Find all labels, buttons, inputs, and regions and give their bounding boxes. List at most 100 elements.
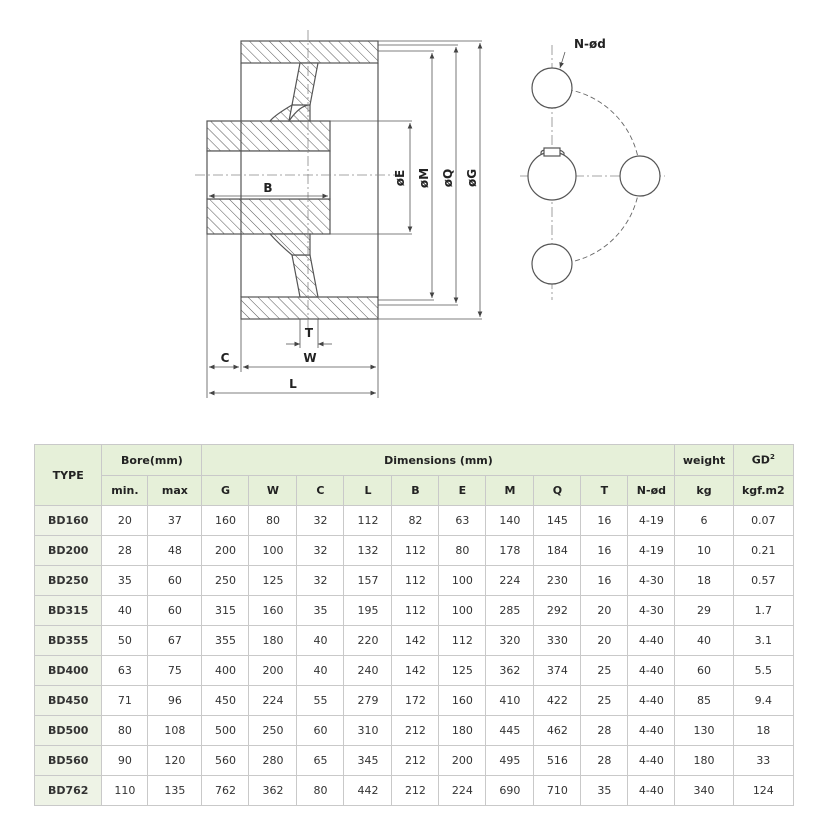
value-cell: 35 [296, 595, 345, 626]
label-b: B [263, 181, 272, 195]
subheader-cell: L [343, 475, 393, 506]
value-cell: 690 [485, 775, 535, 806]
value-cell: 1.7 [732, 595, 795, 626]
value-cell: 18 [674, 565, 734, 596]
value-cell: 16 [580, 535, 629, 566]
value-cell: 142 [391, 625, 440, 656]
end-view [527, 67, 661, 285]
subheader-cell: Q [533, 475, 582, 506]
value-cell: 100 [438, 565, 487, 596]
subheader-cell: N-ød [627, 475, 676, 506]
value-cell: 124 [732, 775, 795, 806]
value-cell: 0.21 [732, 535, 795, 566]
value-cell: 172 [391, 685, 440, 716]
subheader-cell: T [580, 475, 629, 506]
value-cell: 32 [296, 505, 345, 536]
value-cell: 160 [248, 595, 298, 626]
subheader-cell: kg [674, 475, 734, 506]
value-cell: 60 [296, 715, 345, 746]
value-cell: 762 [201, 775, 250, 806]
value-cell: 200 [201, 535, 250, 566]
value-cell: 410 [485, 685, 535, 716]
value-cell: 4-40 [627, 655, 676, 686]
subheader-cell: kgf.m2 [732, 475, 795, 506]
value-cell: 55 [296, 685, 345, 716]
value-cell: 48 [147, 535, 203, 566]
label-diameter-g: øG [465, 169, 479, 187]
value-cell: 65 [296, 745, 345, 776]
value-cell: 120 [147, 745, 203, 776]
value-cell: 224 [485, 565, 535, 596]
value-cell: 4-40 [627, 745, 676, 776]
value-cell: 60 [674, 655, 734, 686]
value-cell: 28 [101, 535, 149, 566]
value-cell: 362 [485, 655, 535, 686]
value-cell: 500 [201, 715, 250, 746]
value-cell: 230 [533, 565, 582, 596]
header-gd-sup: 2 [769, 453, 775, 462]
value-cell: 6 [674, 505, 734, 536]
value-cell: 310 [343, 715, 393, 746]
value-cell: 28 [580, 745, 629, 776]
value-cell: 212 [391, 745, 440, 776]
value-cell: 4-40 [627, 685, 676, 716]
value-cell: 180 [248, 625, 298, 656]
value-cell: 35 [580, 775, 629, 806]
header-weight: weight [674, 444, 734, 476]
type-cell: BD762 [33, 775, 103, 806]
label-t: T [305, 326, 314, 340]
value-cell: 80 [101, 715, 149, 746]
value-cell: 184 [533, 535, 582, 566]
value-cell: 33 [732, 745, 795, 776]
value-cell: 362 [248, 775, 298, 806]
value-cell: 85 [674, 685, 734, 716]
value-cell: 16 [580, 565, 629, 596]
value-cell: 40 [296, 655, 345, 686]
value-cell: 135 [147, 775, 203, 806]
value-cell: 25 [580, 685, 629, 716]
value-cell: 110 [101, 775, 149, 806]
value-cell: 292 [533, 595, 582, 626]
value-cell: 340 [674, 775, 734, 806]
value-cell: 145 [533, 505, 582, 536]
value-cell: 710 [533, 775, 582, 806]
type-cell: BD160 [33, 505, 103, 536]
value-cell: 200 [438, 745, 487, 776]
subheader-cell: C [296, 475, 345, 506]
section-view [206, 40, 379, 320]
value-cell: 4-30 [627, 565, 676, 596]
value-cell: 60 [147, 595, 203, 626]
header-row-group: TYPE Bore(mm) Dimensions (mm) weight GD2 [33, 444, 795, 506]
value-cell: 220 [343, 625, 393, 656]
value-cell: 16 [580, 505, 629, 536]
label-w: W [303, 351, 316, 365]
type-cell: BD355 [33, 625, 103, 656]
value-cell: 10 [674, 535, 734, 566]
value-cell: 18 [732, 715, 795, 746]
value-cell: 250 [248, 715, 298, 746]
subheader-cell: E [438, 475, 487, 506]
value-cell: 82 [391, 505, 440, 536]
type-cell: BD315 [33, 595, 103, 626]
value-cell: 40 [296, 625, 345, 656]
value-cell: 212 [391, 775, 440, 806]
value-cell: 374 [533, 655, 582, 686]
value-cell: 35 [101, 565, 149, 596]
subheader-cell: M [485, 475, 535, 506]
subheader-cell: max [147, 475, 203, 506]
value-cell: 130 [674, 715, 734, 746]
value-cell: 132 [343, 535, 393, 566]
label-n-d: N-ød [574, 37, 606, 51]
value-cell: 112 [343, 505, 393, 536]
value-cell: 180 [438, 715, 487, 746]
value-cell: 40 [101, 595, 149, 626]
value-cell: 67 [147, 625, 203, 656]
value-cell: 200 [248, 655, 298, 686]
spec-table-container: TYPE Bore(mm) Dimensions (mm) weight GD2… [33, 444, 795, 806]
